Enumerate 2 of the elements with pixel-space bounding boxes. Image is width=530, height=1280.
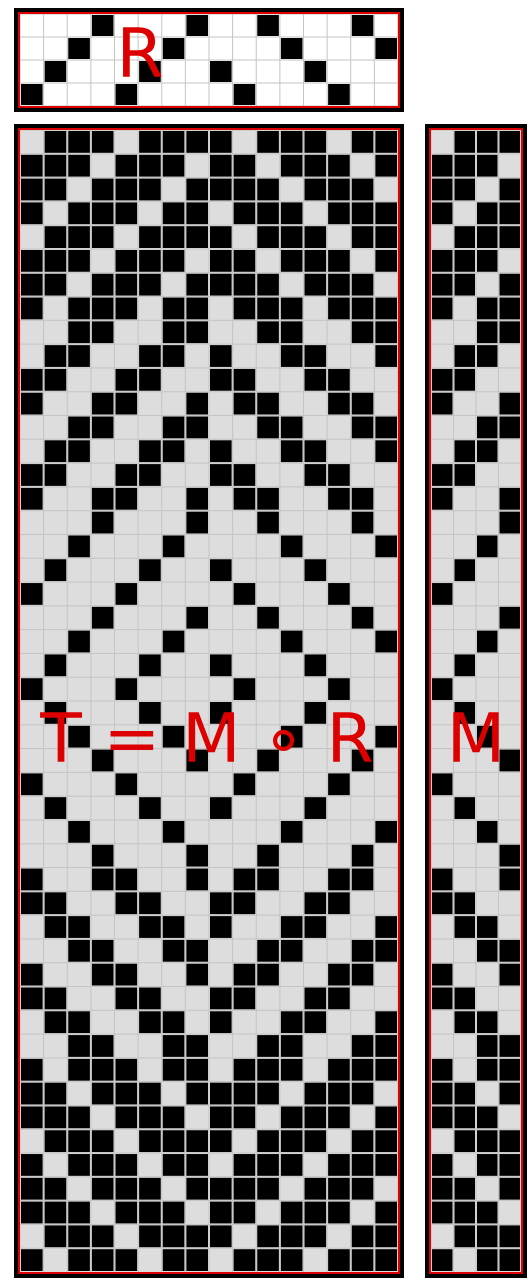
- matrix-label: M: [453, 712, 499, 762]
- matrix-label: R: [123, 27, 162, 77]
